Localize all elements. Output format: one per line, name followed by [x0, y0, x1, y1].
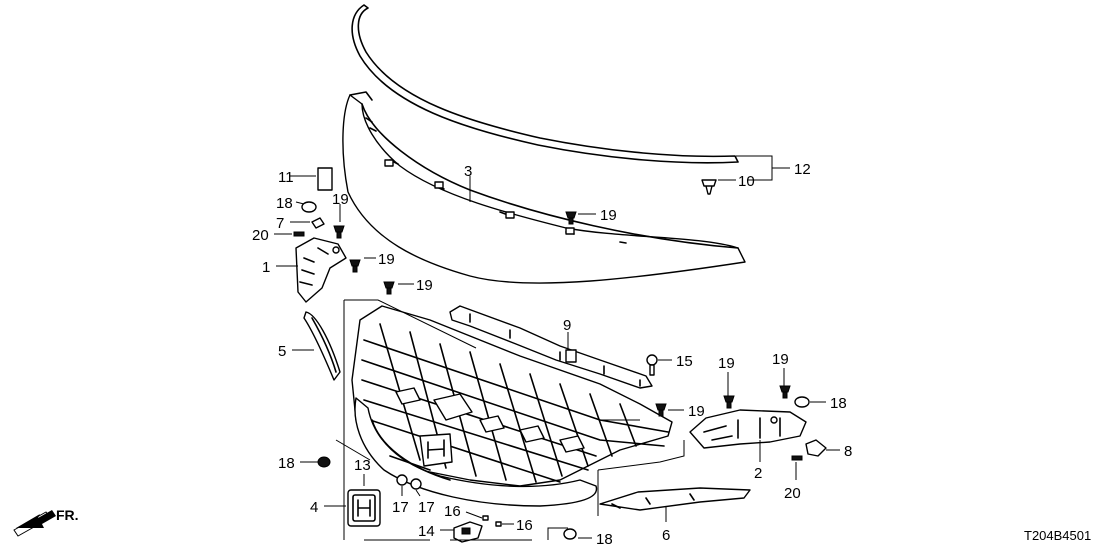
callout-18: 18: [278, 455, 295, 472]
callout-12: 12: [794, 161, 811, 178]
callout-16: 16: [516, 517, 533, 534]
leader-lines: [274, 155, 840, 539]
callout-19: 19: [718, 355, 735, 372]
callout-19: 19: [772, 351, 789, 368]
front-direction-arrow-icon: [13, 510, 56, 537]
grille-assembly: [351, 305, 673, 487]
emblem: [347, 489, 381, 527]
callout-9: 9: [563, 317, 571, 334]
callout-17: 17: [392, 499, 409, 516]
callout-1: 1: [262, 259, 270, 276]
callout-19: 19: [332, 191, 349, 208]
callout-17: 17: [418, 499, 435, 516]
upper-grille-bracket: [449, 305, 653, 389]
callout-18: 18: [596, 531, 613, 548]
callout-18: 18: [830, 395, 847, 412]
sensor-bracket: [453, 521, 483, 543]
diagram-code: T204B4501: [1024, 528, 1091, 543]
right-bracket: [689, 409, 807, 449]
callout-19: 19: [600, 207, 617, 224]
callout-20: 20: [252, 227, 269, 244]
fasteners: [293, 179, 810, 540]
upper-molding-strip: [351, 4, 739, 164]
callout-19: 19: [378, 251, 395, 268]
reference-lines: [335, 299, 685, 541]
callout-labels: 11 18 19 7 20 1 19 19 3 19 10 12 5 9 15 …: [252, 161, 852, 548]
callout-10: 10: [738, 173, 755, 190]
callout-11: 11: [278, 169, 294, 186]
callout-13: 13: [354, 457, 371, 474]
callout-5: 5: [278, 343, 286, 360]
callout-8: 8: [844, 443, 852, 460]
small-plate: [317, 167, 333, 191]
callout-18: 18: [276, 195, 293, 212]
callout-4: 4: [310, 499, 318, 516]
left-garnish: [303, 311, 341, 381]
callout-6: 6: [662, 527, 670, 544]
callout-2: 2: [754, 465, 762, 482]
callout-20: 20: [784, 485, 801, 502]
direction-label: FR.: [56, 507, 79, 523]
clip-8: [805, 439, 827, 457]
callout-3: 3: [464, 163, 472, 180]
callout-7: 7: [276, 215, 284, 232]
callout-19: 19: [416, 277, 433, 294]
callout-14: 14: [418, 523, 435, 540]
lower-side-strip: [599, 487, 751, 511]
bumper-cover: [342, 91, 746, 284]
callout-15: 15: [676, 353, 693, 370]
callout-16: 16: [444, 503, 461, 520]
left-bracket: [295, 237, 347, 303]
callout-19: 19: [688, 403, 705, 420]
